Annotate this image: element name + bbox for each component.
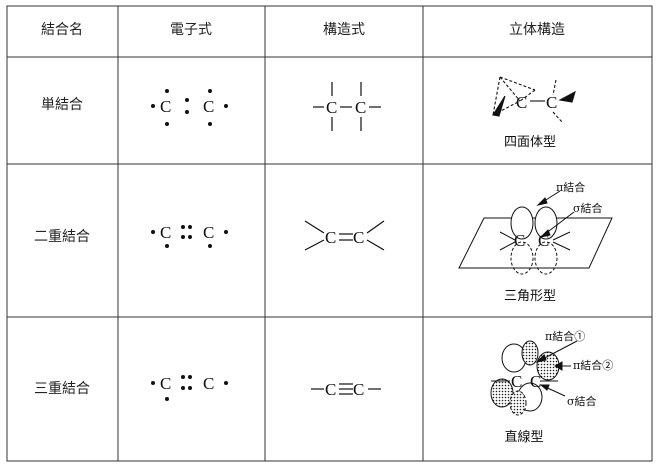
linear-atom-left: C xyxy=(511,372,522,391)
trig-atom-left: C xyxy=(514,231,525,250)
trig-atom-right: C xyxy=(538,231,549,250)
row-name-single: 単結合 xyxy=(41,97,83,113)
electron-formula-single: C C xyxy=(151,89,228,126)
row-name-double: 二重結合 xyxy=(34,229,90,245)
table-grid xyxy=(6,5,653,462)
structural-formula-double xyxy=(304,220,385,251)
linear-caption: 直線型 xyxy=(504,429,543,445)
structural-formula-triple xyxy=(311,383,381,395)
sigma-bond-label: σ結合 xyxy=(567,394,597,408)
electron-atom-left: C xyxy=(160,97,171,116)
struct-atom-right: C xyxy=(353,228,364,247)
tetra-caption: 四面体型 xyxy=(504,135,556,150)
electron-formula-triple: C C xyxy=(151,374,228,401)
struct-atom-left: C xyxy=(325,228,336,247)
electron-atom-right: C xyxy=(203,97,214,116)
structural-formula-single xyxy=(313,82,381,131)
header-electron-formula: 電子式 xyxy=(170,22,212,38)
electron-atom-right: C xyxy=(203,374,214,393)
trig-caption: 三角形型 xyxy=(504,289,556,304)
electron-formula-double: C C xyxy=(151,223,228,248)
tetra-atom-left: C xyxy=(516,93,527,112)
row-name-triple: 三重結合 xyxy=(34,381,90,397)
tetra-atom-right: C xyxy=(546,93,557,112)
header-bond-name: 結合名 xyxy=(41,22,83,38)
pi-bond-label: π結合 xyxy=(556,180,585,194)
sigma-bond-label: σ結合 xyxy=(573,201,603,215)
electron-dots xyxy=(151,225,228,248)
header-structural-formula: 構造式 xyxy=(323,22,365,38)
electron-dots xyxy=(151,375,228,401)
pi-bond-1-label: π結合① xyxy=(545,329,585,343)
header-3d-structure: 立体構造 xyxy=(509,22,565,38)
struct-atom-left: C xyxy=(326,98,337,117)
electron-atom-left: C xyxy=(160,374,171,393)
pi-bond-2-label: π結合② xyxy=(573,358,613,372)
struct-atom-right: C xyxy=(353,380,364,399)
electron-atom-right: C xyxy=(203,223,214,242)
struct-atom-left: C xyxy=(325,380,336,399)
electron-dots xyxy=(151,89,228,126)
tetrahedral-diagram xyxy=(492,76,576,123)
electron-atom-left: C xyxy=(160,223,171,242)
struct-atom-right: C xyxy=(355,98,366,117)
trigonal-planar-diagram xyxy=(458,190,613,275)
linear-diagram xyxy=(490,340,578,416)
linear-atom-right: C xyxy=(530,372,541,391)
